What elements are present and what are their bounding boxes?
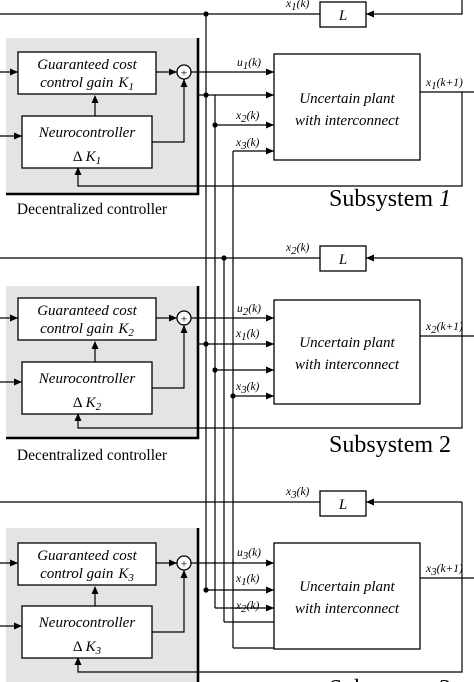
- plant-line2-2: with interconnect: [295, 357, 400, 373]
- feedback-label-1: x1(k): [285, 0, 310, 13]
- gain-line1-1: Guaranteed cost: [37, 57, 137, 73]
- sum-symbol-2: +: [181, 314, 188, 326]
- gain-block-3: [17, 542, 157, 586]
- input-x-label-3a: x1(k): [235, 573, 260, 588]
- gain-line1-3: Guaranteed cost: [37, 548, 137, 564]
- l-block-3: [319, 490, 367, 517]
- interconnection-bus: [205, 14, 234, 648]
- input-x-label-2b: x3(k): [235, 381, 260, 396]
- controller-bracket-1: [6, 38, 200, 196]
- sum-symbol-1: +: [181, 68, 188, 80]
- gain-block-2: [17, 297, 157, 341]
- neuro-label-3: Neurocontroller: [38, 615, 136, 631]
- neuro-label-1: Neurocontroller: [38, 125, 136, 141]
- neuro-block-1: [21, 115, 153, 169]
- output-label-1: x1(k+1): [425, 77, 463, 92]
- input-x-label-2a: x1(k): [235, 328, 260, 343]
- input-u-label-1: u1(k): [237, 57, 261, 72]
- gain-block-1: [17, 51, 157, 95]
- plant-line2-1: with interconnect: [295, 113, 400, 129]
- plant-line1-2: Uncertain plant: [299, 335, 395, 351]
- neuro-block-3: [21, 605, 153, 659]
- caption-2: Decentralized controller: [17, 447, 168, 464]
- caption-1: Decentralized controller: [17, 201, 168, 218]
- l-block-label-2: L: [338, 252, 347, 268]
- l-block-label-3: L: [338, 497, 347, 513]
- input-u-label-3: u3(k): [237, 547, 261, 562]
- plant-line1-3: Uncertain plant: [299, 579, 395, 595]
- output-label-3: x3(k+1): [425, 563, 463, 578]
- plant-block-1: [273, 53, 421, 161]
- input-u-label-2: u2(k): [237, 303, 261, 318]
- sum-symbol-3: +: [181, 559, 188, 571]
- plant-line1-1: Uncertain plant: [299, 91, 395, 107]
- plant-block-3: [273, 542, 421, 650]
- controller-bracket-2: [6, 286, 200, 440]
- input-x-label-1b: x3(k): [235, 137, 260, 152]
- feedback-label-3: x3(k): [285, 486, 310, 501]
- neuro-label-2: Neurocontroller: [38, 371, 136, 387]
- plant-line2-3: with interconnect: [295, 601, 400, 617]
- neuro-block-2: [21, 361, 153, 415]
- plant-block-2: [273, 299, 421, 405]
- subsystem-title-3: Subsystem3: [329, 676, 451, 682]
- output-label-2: x2(k+1): [425, 321, 463, 336]
- feedback-label-2: x2(k): [285, 242, 310, 257]
- l-block-label-1: L: [338, 8, 347, 24]
- gain-line1-2: Guaranteed cost: [37, 303, 137, 319]
- input-x-label-3b: x2(k): [235, 600, 260, 615]
- input-x-label-1a: x2(k): [235, 110, 260, 125]
